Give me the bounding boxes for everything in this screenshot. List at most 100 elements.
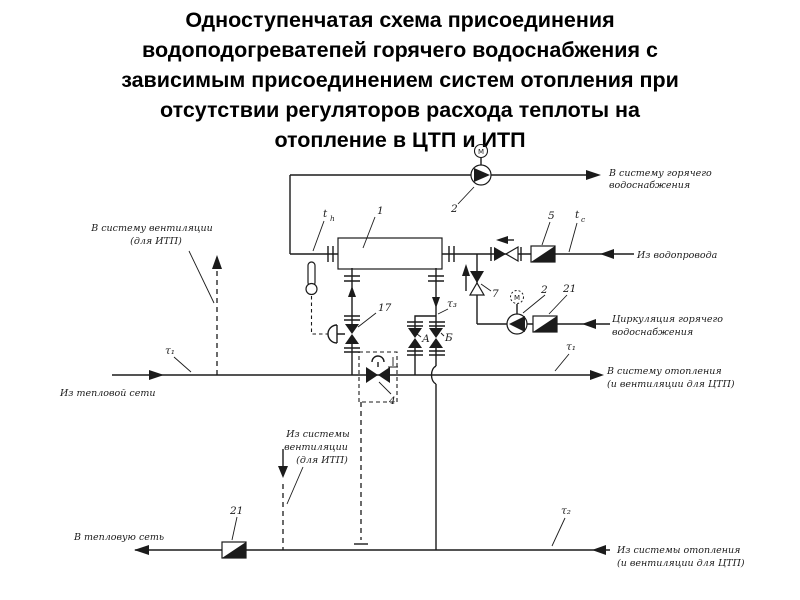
title-line-3: зависимым присоединением систем отоплени… bbox=[121, 68, 679, 92]
tag-pump-hws: 2 bbox=[450, 203, 458, 215]
strainer-cold bbox=[530, 245, 556, 263]
thermometer bbox=[305, 261, 318, 296]
arrow-up-icon bbox=[212, 255, 222, 269]
motor-letter: М bbox=[514, 294, 520, 302]
label-to-hws-1: В систему горячего bbox=[608, 168, 712, 179]
strainer-circulation bbox=[532, 315, 558, 333]
title-line-4: отсутствии регуляторов расхода теплоты н… bbox=[159, 98, 640, 122]
actuator-icon bbox=[327, 324, 345, 344]
tag-strainer-cold: 5 bbox=[548, 210, 555, 222]
label-from-vent-3: (для ИТП) bbox=[296, 455, 348, 466]
leader-pump-circ bbox=[522, 294, 546, 314]
leader-control-valve bbox=[357, 312, 377, 328]
leader-th bbox=[312, 220, 325, 252]
tag-mixing-valve: 4 bbox=[388, 395, 396, 407]
flange-icon bbox=[344, 275, 360, 353]
arrow-left-icon bbox=[134, 545, 149, 555]
vent-branch-up bbox=[212, 255, 222, 375]
tag-valve-a: А bbox=[421, 333, 430, 345]
tag-th-sub: h bbox=[330, 214, 335, 223]
leader-valve-a bbox=[416, 333, 422, 338]
flange-icon bbox=[428, 275, 444, 282]
flow-arrow-up-icon bbox=[462, 264, 470, 276]
leader-tc bbox=[568, 222, 578, 253]
tag-tau3: τ₃ bbox=[447, 298, 457, 310]
label-circ-1: Циркуляция горячего bbox=[612, 314, 723, 325]
leader-valve-b bbox=[440, 332, 445, 337]
arrow-right-icon bbox=[149, 370, 164, 380]
arrow-right-icon bbox=[586, 170, 601, 180]
leader-mixing-valve bbox=[378, 381, 392, 395]
hws-pump: М bbox=[470, 143, 492, 186]
actuator-icon bbox=[371, 355, 385, 363]
label-from-vent-2: вентиляции bbox=[284, 442, 348, 453]
flange-icon bbox=[407, 321, 423, 356]
tag-tau1-left: τ₁ bbox=[165, 345, 175, 357]
tag-tc: t bbox=[575, 209, 580, 221]
label-from-heat-2: (и вентиляции для ЦТП) bbox=[617, 558, 745, 569]
label-to-heat-2: (и вентиляции для ЦТП) bbox=[607, 379, 735, 390]
label-from-net: Из тепловой сети bbox=[59, 388, 155, 399]
motor-icon bbox=[510, 290, 524, 304]
title-line-2: водоподогреватепей горячего водоснабжени… bbox=[142, 38, 658, 62]
pipe-crossover bbox=[430, 365, 437, 550]
flange-icon bbox=[429, 321, 445, 356]
leader-vent-up bbox=[188, 250, 215, 304]
arrow-down-icon bbox=[278, 466, 288, 478]
label-to-net: В тепловую сеть bbox=[73, 532, 164, 543]
check-valve-cold bbox=[490, 245, 522, 263]
tag-pump-circ: 2 bbox=[540, 284, 548, 296]
leader-check-valve bbox=[480, 283, 492, 292]
leader-tau1-left bbox=[173, 356, 192, 373]
tag-strainer-return: 21 bbox=[229, 505, 243, 517]
tag-control-valve: 17 bbox=[378, 302, 392, 314]
tag-tau1-right: τ₁ bbox=[566, 341, 576, 353]
check-valve-icon bbox=[470, 271, 484, 283]
supply-main-line bbox=[112, 370, 604, 380]
valve-a bbox=[407, 321, 423, 375]
leader-tau1-right bbox=[554, 353, 570, 372]
flange-icon bbox=[327, 246, 334, 262]
arrow-right-icon bbox=[590, 370, 604, 380]
flow-arrow-left-icon bbox=[496, 236, 508, 244]
hws-supply-line bbox=[289, 170, 601, 254]
tag-heat-exchanger: 1 bbox=[377, 205, 384, 217]
mixing-valve-4 bbox=[358, 351, 398, 403]
leader-vent-down bbox=[286, 466, 304, 505]
label-to-vent-1: В систему вентиляции bbox=[90, 223, 213, 234]
flow-arrow-up-icon bbox=[348, 286, 356, 297]
arrow-left-icon bbox=[582, 319, 596, 329]
vent-branch-down bbox=[278, 449, 288, 550]
arrow-left-icon bbox=[600, 249, 614, 259]
tag-strainer-circ: 21 bbox=[562, 283, 576, 295]
tag-valve-b: Б bbox=[444, 332, 453, 344]
leader-strainer-cold bbox=[541, 221, 551, 246]
motor-icon bbox=[473, 143, 489, 159]
leader-strainer-return bbox=[231, 516, 238, 541]
label-from-vent-1: Из системы bbox=[285, 429, 350, 440]
label-from-heat-1: Из системы отопления bbox=[616, 545, 740, 556]
circulation-riser bbox=[462, 254, 486, 324]
arrow-left-icon bbox=[592, 545, 606, 555]
motor-letter: М bbox=[478, 148, 484, 156]
return-main-line bbox=[134, 545, 610, 555]
strainer-return bbox=[221, 541, 247, 559]
leader-heat-exchanger bbox=[362, 216, 376, 249]
flow-arrow-down-icon bbox=[432, 297, 440, 308]
tag-tau2: τ₂ bbox=[561, 505, 571, 517]
leader-pump-hws bbox=[457, 186, 475, 205]
label-from-water: Из водопровода bbox=[636, 250, 718, 261]
control-valve-17 bbox=[327, 268, 360, 375]
tag-th: t bbox=[323, 208, 328, 220]
tag-tc-sub: c bbox=[581, 215, 586, 224]
label-circ-2: водоснабжения bbox=[612, 327, 693, 338]
label-to-hws-2: водоснабжения bbox=[609, 180, 690, 191]
mixing-valve-drop bbox=[354, 402, 368, 545]
impulse-line bbox=[310, 296, 328, 335]
leader-tau3 bbox=[437, 308, 449, 315]
leader-tau2 bbox=[551, 517, 566, 547]
heat-exchanger bbox=[290, 237, 455, 270]
circulation-pump: М bbox=[506, 290, 528, 335]
